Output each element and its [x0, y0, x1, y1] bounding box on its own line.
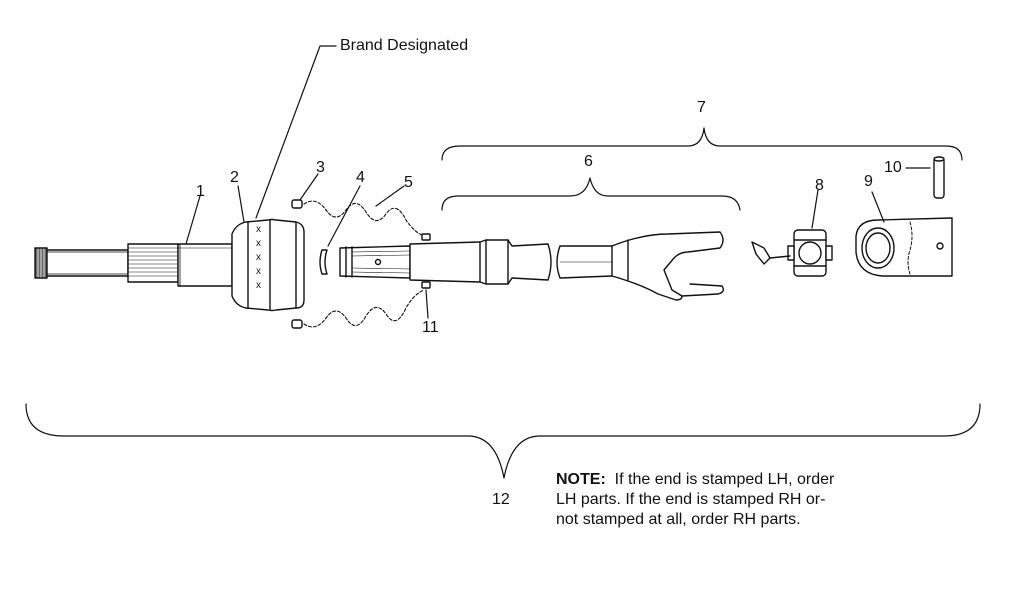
- bracket-7: [441, 127, 963, 161]
- svg-text:x: x: [256, 280, 261, 291]
- yoke-shaft-part-6: [339, 231, 725, 301]
- cv-housing-part-2: x x x x x: [231, 218, 305, 312]
- callout-11: 11: [422, 319, 439, 336]
- stub-shaft-part-1: [34, 243, 233, 287]
- leader-lines: [185, 45, 931, 319]
- callout-6: 6: [584, 153, 593, 170]
- note-text-2: LH parts. If the end is stamped RH or-: [556, 491, 826, 508]
- bracket-12: [25, 403, 981, 479]
- boot-part-5: [303, 200, 425, 328]
- callout-1: 1: [196, 183, 205, 200]
- snap-ring-part-4: [319, 249, 328, 275]
- callout-4: 4: [356, 169, 365, 186]
- roll-pin-part-10: [933, 156, 945, 199]
- clamp-part-3: [291, 199, 303, 329]
- callout-12: 12: [492, 491, 510, 508]
- callout-10: 10: [884, 159, 902, 176]
- bracket-6: [441, 177, 741, 211]
- callout-2: 2: [230, 169, 239, 186]
- svg-text:x: x: [256, 252, 261, 263]
- stamp-marks: x x x x x: [256, 224, 261, 291]
- callout-3: 3: [316, 159, 325, 176]
- note-block: NOTE: If the end is stamped LH, order LH…: [556, 470, 834, 530]
- callout-5: 5: [404, 174, 413, 191]
- note-prefix: NOTE:: [556, 471, 606, 488]
- svg-text:x: x: [256, 266, 261, 277]
- note-line-1: NOTE: If the end is stamped LH, order: [556, 470, 834, 490]
- callout-8: 8: [815, 177, 824, 194]
- svg-text:x: x: [256, 224, 261, 235]
- note-text-1: If the end is stamped LH, order: [614, 471, 835, 488]
- note-text-3: not stamped at all, order RH parts.: [556, 511, 801, 528]
- callout-9: 9: [864, 173, 873, 190]
- brand-designated-label: Brand Designated: [340, 37, 469, 54]
- svg-text:x: x: [256, 238, 261, 249]
- callout-7: 7: [697, 99, 706, 116]
- cross-kit-part-8: [751, 229, 833, 277]
- end-yoke-part-9: [855, 217, 953, 277]
- small-clamp-part-11: [421, 233, 431, 289]
